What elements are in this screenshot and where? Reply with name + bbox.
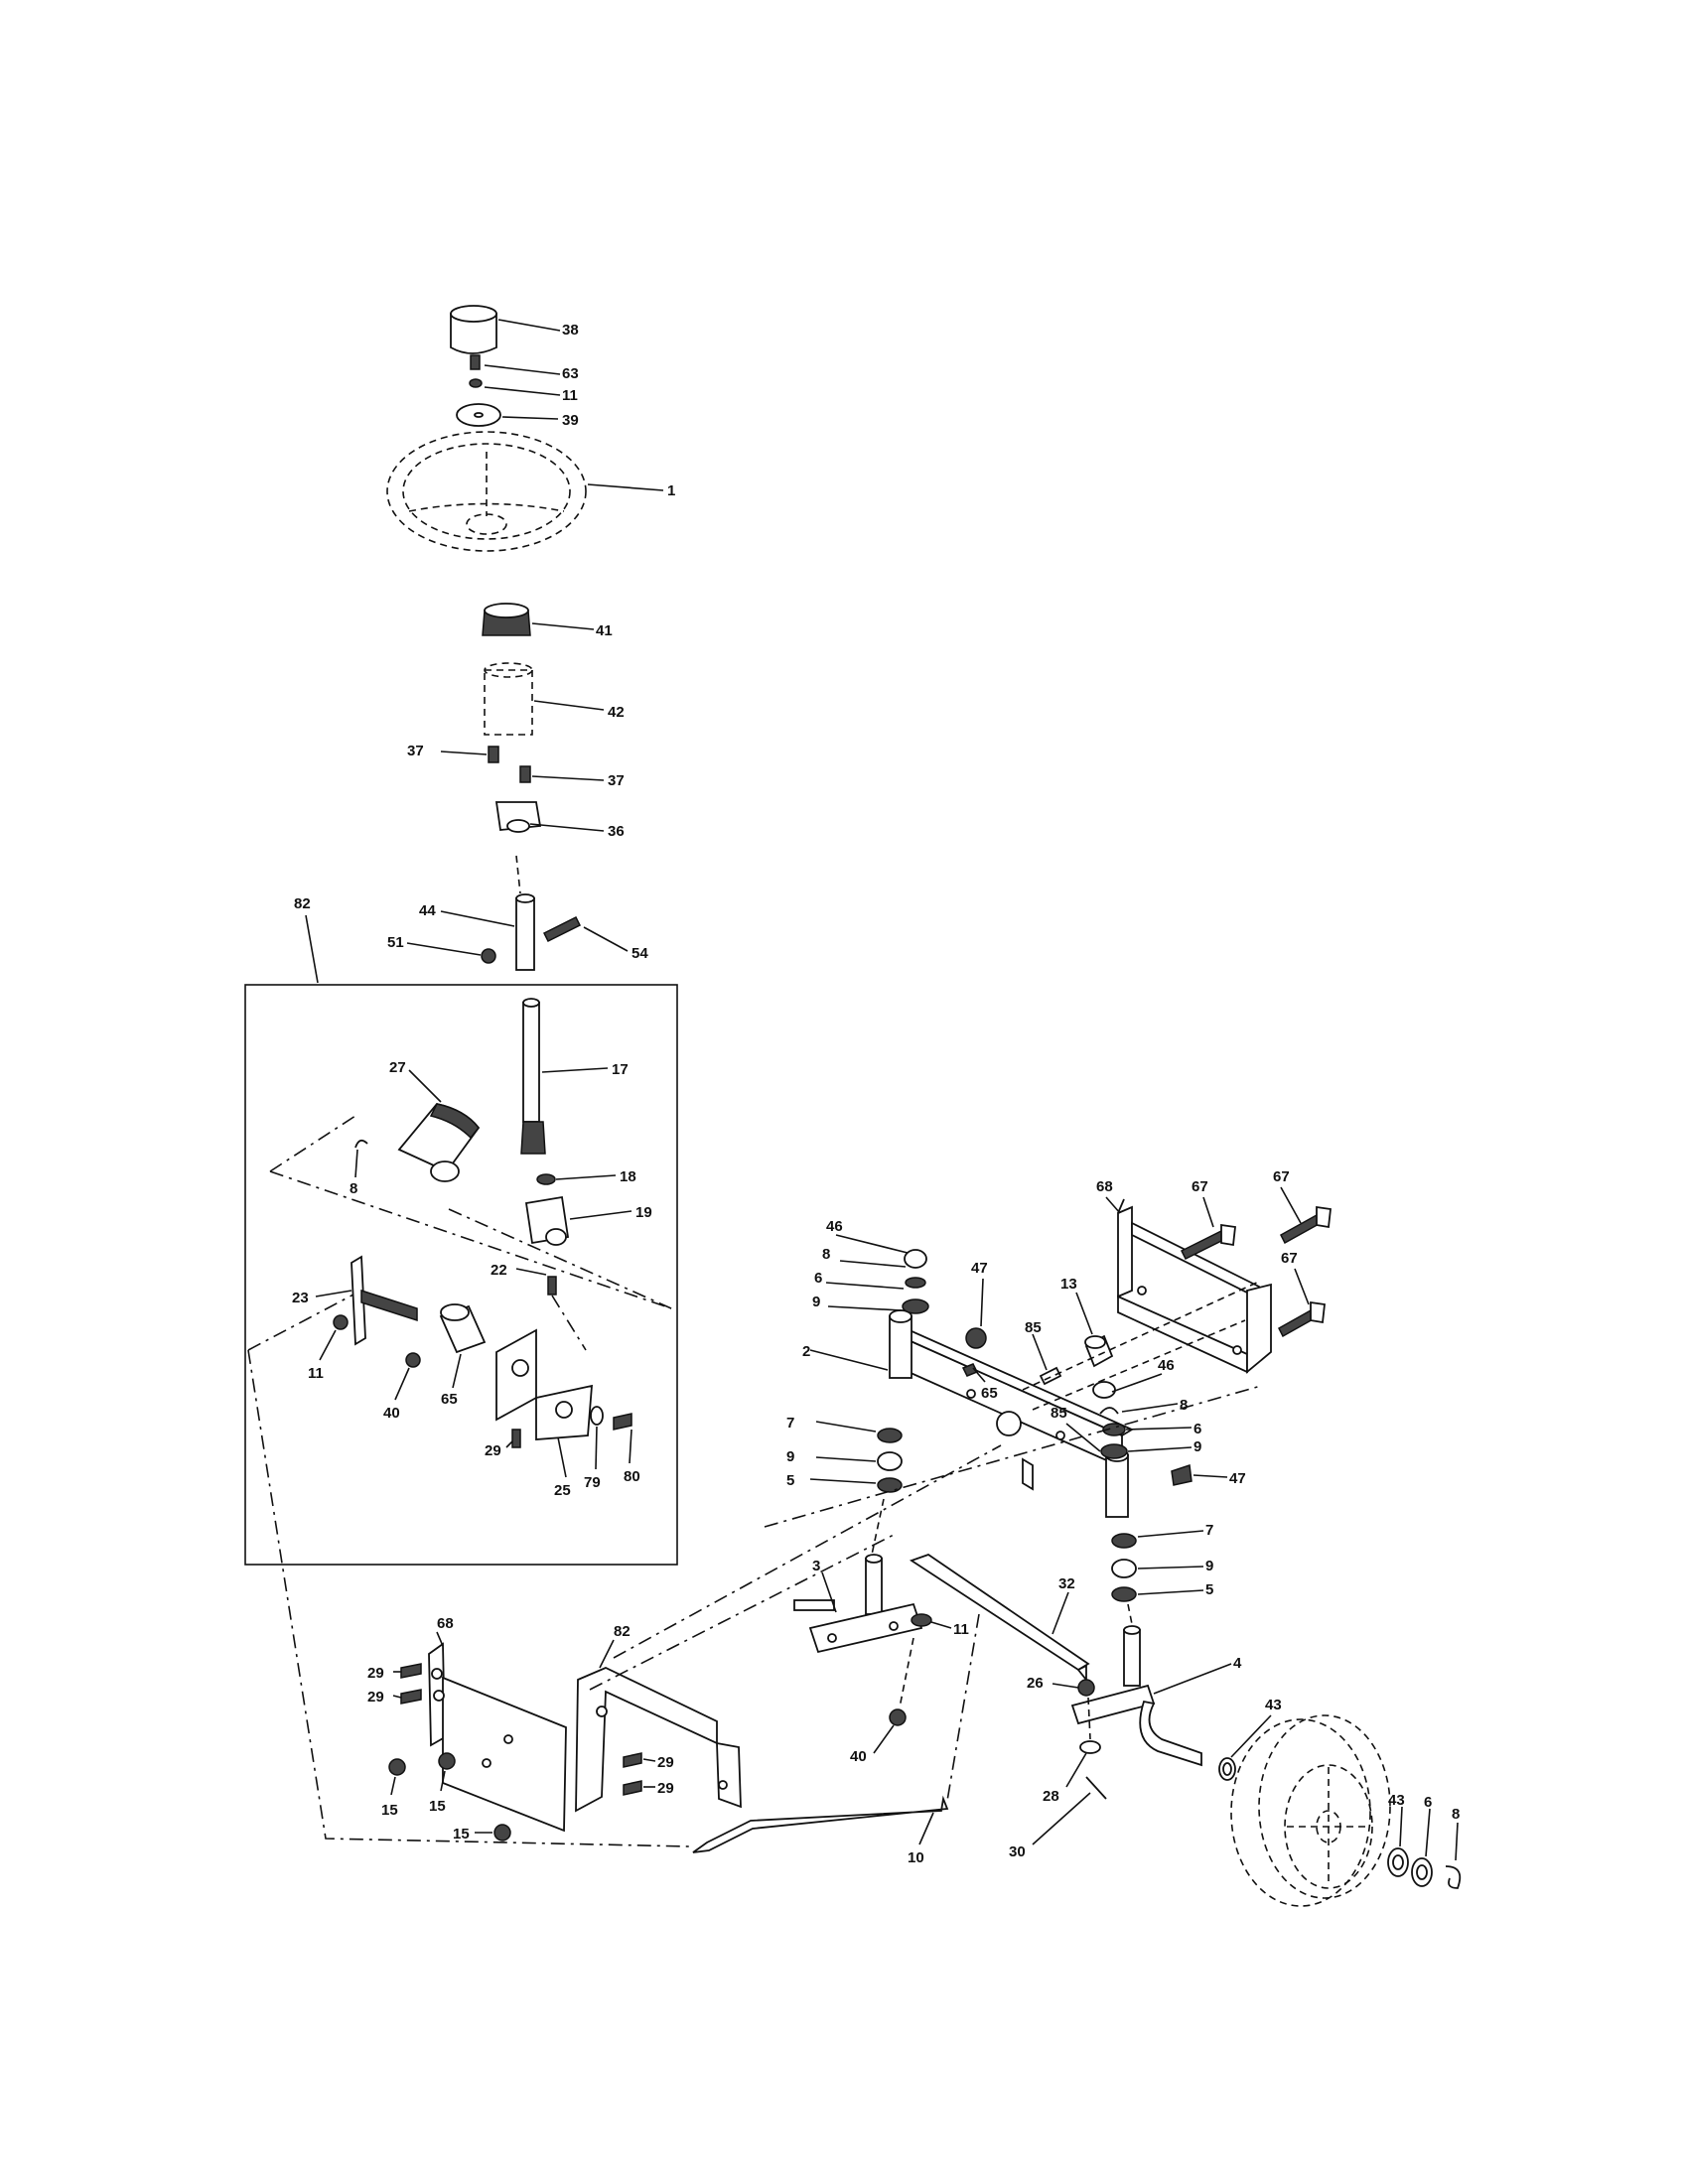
part-gear [482,603,531,636]
part-sector-gear [397,1103,481,1182]
callout: 63 [562,365,579,382]
callout: 51 [387,934,404,951]
part-pivot-bracket [351,1255,418,1346]
callout: 4 [1233,1655,1242,1672]
part-right-spindle [1070,1625,1202,1767]
part-steering-rod [692,1795,949,1853]
callout: 37 [407,743,424,759]
callout: 47 [971,1260,988,1277]
callout: 9 [1205,1558,1213,1574]
callout: 37 [608,772,625,789]
callout: 82 [614,1623,631,1640]
callout: 29 [367,1665,384,1682]
callout: 46 [826,1218,843,1235]
callout: 1 [667,482,675,499]
callout: 13 [1060,1276,1077,1293]
callout: 15 [429,1798,446,1815]
callout: 40 [383,1405,400,1422]
callout: 39 [562,412,579,429]
callout: 22 [491,1262,507,1279]
callout: 2 [802,1343,810,1360]
callout: 41 [596,622,613,639]
callout: 25 [554,1482,571,1499]
callout: 40 [850,1748,867,1765]
callout: 46 [1158,1357,1175,1374]
callout: 38 [562,322,579,339]
callout: 80 [624,1468,640,1485]
callout: 3 [812,1558,820,1574]
callout: 11 [308,1365,324,1382]
callout: 68 [437,1615,454,1632]
callout: 7 [1205,1522,1213,1539]
steering-gear-subassembly [247,998,672,1478]
part-angle-bracket [495,1328,593,1440]
callout: 29 [485,1442,501,1459]
callout: 54 [632,945,648,962]
callout: 29 [657,1754,674,1771]
callout: 9 [1193,1438,1201,1455]
callout: 36 [608,823,625,840]
callout: 29 [657,1780,674,1797]
callout: 27 [389,1059,406,1076]
front-axle-parts [793,1234,1272,1845]
callout: 43 [1265,1697,1282,1713]
callout: 9 [786,1448,794,1465]
front-wheel [1230,1714,1391,1907]
callout: 67 [1281,1250,1298,1267]
callout: 8 [1452,1806,1460,1823]
callout: 85 [1051,1405,1067,1422]
callout: 5 [786,1472,794,1489]
callout: 32 [1058,1575,1075,1592]
callout: 9 [812,1294,820,1310]
part-steering-wheel [386,431,587,552]
lower-frame-brackets [428,1642,742,1833]
callout: 68 [1096,1178,1113,1195]
callout: 10 [908,1849,924,1866]
upper-axle-support-bracket [1117,1198,1272,1374]
callout: 8 [822,1246,830,1263]
callout: 18 [620,1168,636,1185]
callout: 6 [1193,1421,1201,1437]
callout: 47 [1229,1470,1246,1487]
callout: 11 [562,387,578,404]
callout: 67 [1192,1178,1208,1195]
callout: 8 [350,1180,357,1197]
callout: 30 [1009,1843,1026,1860]
subassembly-frame [244,984,678,1566]
callout: 28 [1043,1788,1059,1805]
callout: 19 [635,1204,652,1221]
callout: 43 [1388,1792,1405,1809]
part-bolts-67 [1180,1205,1332,1338]
callout: 79 [584,1474,601,1491]
callout: 29 [367,1689,384,1706]
callout: 15 [381,1802,398,1819]
callout: 42 [608,704,625,721]
part-steering-cap [450,305,497,354]
steering-column-parts [386,305,664,971]
callout: 11 [953,1621,969,1638]
callout: 5 [1205,1581,1213,1598]
callout: 67 [1273,1168,1290,1185]
callout: 82 [294,895,311,912]
callout: 65 [981,1385,998,1402]
callout: 85 [1025,1319,1042,1336]
callout: 17 [612,1061,629,1078]
part-drag-link [909,1553,1090,1683]
callout: 6 [814,1270,822,1287]
callout: 23 [292,1290,309,1306]
callout: 7 [786,1415,794,1432]
callout: 8 [1180,1397,1188,1414]
callout-labels: 38 63 11 39 1 41 42 37 37 36 82 44 51 54… [292,322,1460,1866]
callout: 44 [419,902,436,919]
callout: 15 [453,1826,470,1843]
callout: 6 [1424,1794,1432,1811]
callout: 65 [441,1391,458,1408]
callout: 26 [1027,1675,1044,1692]
